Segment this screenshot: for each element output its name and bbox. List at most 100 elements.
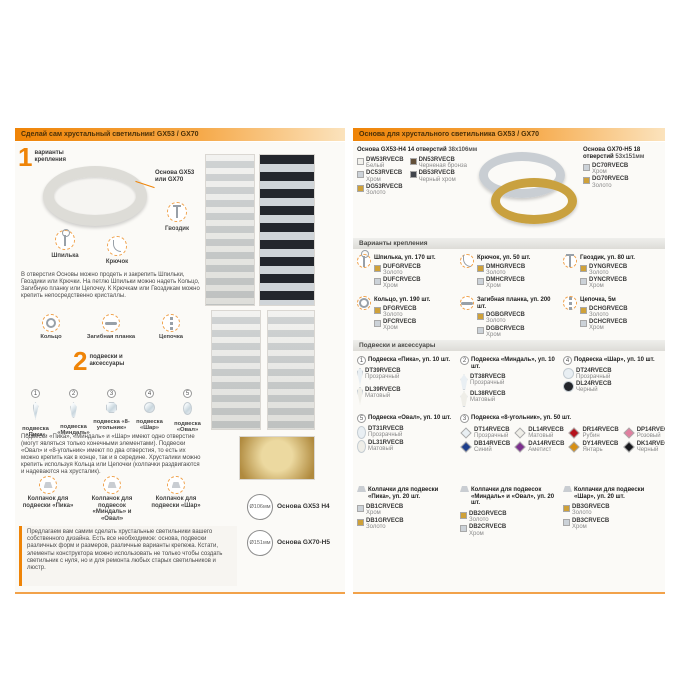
diameter-icon: Ø151мм [247,530,273,556]
bend-strip-icon [460,296,474,310]
ring-label: Кольцо [40,334,62,340]
cap-pika-item: Колпачок для подвески «Пика» [17,476,79,509]
color-swatch [563,505,570,513]
cap-ball-label: Колпачок для подвески «Шар» [151,496,201,509]
chain-icon [563,296,577,310]
octagon-gem-icon [568,427,581,439]
photo-crystal-strand-1 [205,154,255,306]
color-swatch [357,185,364,193]
color-swatch [563,518,570,526]
pendant-ball-number: 4 [145,389,154,398]
step-1-paragraph: В отверстия Основы можно продеть и закре… [21,272,200,300]
hook-icon [460,254,474,268]
diameter-icon: Ø106мм [247,494,273,520]
cap-icon [357,486,366,492]
nail-label: Гвоздик [165,226,189,232]
right-page-header: Основа для хрустального светильника GX53… [353,128,665,141]
color-swatch [477,278,484,286]
bend-strip-icon [102,314,120,332]
step-2-label: подвески и аксессуары [89,354,125,367]
footer-note-text: Предлагаем вам самим сделать хрустальные… [27,529,223,571]
color-swatch [409,171,417,179]
cap-icon [563,486,572,492]
cap-ball-icon [167,476,185,494]
photo-crystal-strand-2 [259,154,315,306]
octagon-crystal-icon [106,402,117,413]
ball-crystal-icon [563,381,574,393]
pin-icon [55,228,75,250]
footer-note: Предлагаем вам самим сделать хрустальные… [19,526,237,586]
cap-pika-icon [39,476,57,494]
color-swatch [580,320,587,328]
chain-icon [162,314,180,332]
pendant-oval-item: 5 подвеска «Овал» [169,382,206,434]
pendant-almond-label: подвеска «Миндаль» [57,424,90,437]
pendant-almond-item: 2 подвеска «Миндаль» [55,382,92,437]
caps-ball-cell: Колпачки для подвески «Шар», уп. 20 шт. … [563,486,661,530]
base-gx53-info: Ø106мм Основа GX53 H4 [247,494,330,520]
step-2-paragraph: Подвески «Пика», «Миндаль» и «Шар» имеют… [21,434,201,476]
catalog-sheet: Сделай сам хрустальный светильник! GX53 … [15,128,665,594]
section-accessories: Подвески и аксессуары [353,340,665,351]
color-swatch [374,306,381,314]
pendant-octagon-item: 3 подвеска «8-угольник» [93,382,130,432]
photo-crystal-strand-3 [211,310,261,430]
hook-icon [107,236,127,256]
caps-pika-cell: Колпачки для подвески «Пика», уп. 20 шт.… [357,486,455,530]
cap-almond-oval-item: Колпачок для подвесок «Миндаль» и «Овал» [81,476,143,523]
pendant-oval-label: подвеска «Овал» [174,421,201,434]
octagon-gem-icon [568,441,581,454]
pika-crystal-icon [357,386,363,405]
color-swatch [583,163,590,171]
octagon-gem-icon [514,441,526,454]
hook-label: Крючок [105,259,129,265]
pin-icon [357,249,371,268]
bend-strip-label: Загибная планка [86,334,136,340]
cap-icon [460,486,469,492]
cap-almond-oval-icon [103,476,121,494]
octagon-gem-icon [623,427,635,439]
color-swatch [477,264,484,272]
step-1-number: 1 [18,142,33,172]
strip-link-item: Загибная планка [83,314,139,340]
pin-label: Шпилька [51,253,79,259]
ring-icon [42,314,60,332]
ball-crystal-icon [144,402,155,413]
ball-crystal-icon [563,367,574,379]
color-swatch [409,157,417,165]
color-swatch [580,278,587,286]
cap-ball-item: Колпачок для подвески «Шар» [145,476,207,509]
pendant-ball-label: подвеска «Шар» [136,419,163,432]
octagon-gem-icon [460,441,472,454]
oval-crystal-icon [183,402,192,415]
octagon-gem-icon [623,441,635,454]
color-swatch [477,326,484,334]
base-gx70-label: Основа GX70-H5 [277,539,330,547]
cap-pika-label: Колпачок для подвески «Пика» [22,496,74,509]
step-1-label: варианты крепления [34,150,66,163]
pendant-octagon-number: 3 [107,389,116,398]
color-swatch [580,306,587,314]
section-mounting: Варианты крепления [353,238,665,249]
base-gx70-size: 53х151мм [615,153,645,160]
